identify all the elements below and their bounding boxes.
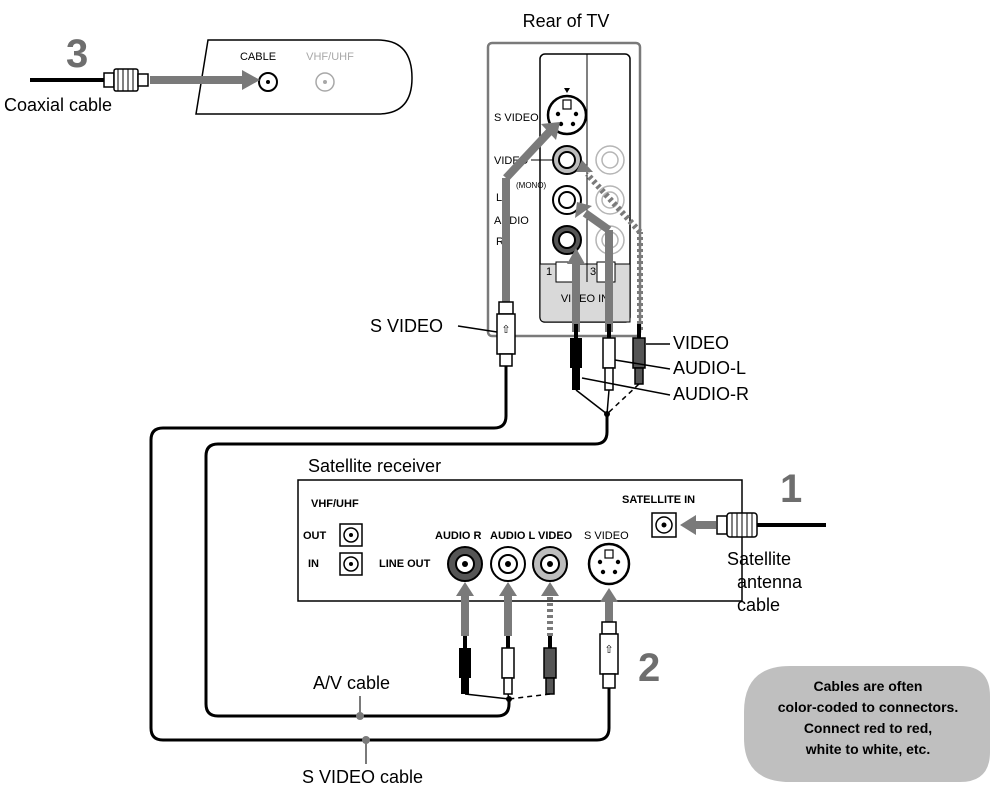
rcv-s-video-label: S VIDEO <box>584 530 629 542</box>
tv-s-video-plug: ⇧ <box>496 301 516 367</box>
rcv-out-label: OUT <box>303 530 327 542</box>
tv-audio-r-plug <box>570 324 582 390</box>
satellite-antenna-label-line-2: antenna <box>737 572 803 592</box>
note-line-4: white to white, etc. <box>805 741 930 757</box>
tv-audio-l-plug <box>602 324 616 391</box>
rcv-s-video-jack[interactable] <box>587 542 631 586</box>
rcv-satellite-in-jack[interactable] <box>651 512 677 538</box>
satellite-antenna-label-line-1: Satellite <box>727 549 791 569</box>
arrow-s-video-to-receiver <box>600 588 618 622</box>
note-line-3: Connect red to red, <box>804 720 932 736</box>
arrow-antenna-to-satellite-in <box>680 515 716 535</box>
tv-input-3-label: 3 <box>590 266 596 278</box>
arrow-audio-l-to-receiver <box>499 582 517 636</box>
tv-audio-r-jack[interactable] <box>552 225 582 255</box>
arrow-s-video-to-tv <box>502 122 560 302</box>
rcv-audio-r-jack[interactable] <box>447 546 483 582</box>
svg-text:⇧: ⇧ <box>501 324 510 336</box>
coaxial-cable-label: Coaxial cable <box>4 95 112 115</box>
callout-s-video-label: S VIDEO <box>370 316 443 336</box>
arrow-audio-l-to-tv <box>575 202 613 332</box>
satellite-receiver-panel: VHF/UHF OUT IN LINE OUT AUDIO R AUDIO L … <box>297 479 743 602</box>
tv-antenna-panel: CABLE VHF/UHF <box>195 39 413 115</box>
tv-s-video-label: S VIDEO <box>494 112 539 124</box>
arrow-audio-r-to-tv <box>567 248 585 332</box>
coaxial-cable <box>30 68 149 92</box>
arrow-coax-to-cable-jack <box>150 70 260 90</box>
arrow-audio-r-to-receiver <box>456 582 474 636</box>
arrow-video-to-tv <box>576 160 643 330</box>
step-1-number: 1 <box>780 467 802 511</box>
rcv-in-label: IN <box>308 558 319 570</box>
rcv-satellite-in-label: SATELLITE IN <box>622 494 695 506</box>
rcv-vhf-uhf-out-jack[interactable] <box>339 523 363 547</box>
tv-l-label: L <box>496 192 502 204</box>
rcv-video-plug <box>543 636 557 695</box>
svg-text:⇧: ⇧ <box>604 644 613 656</box>
satellite-antenna-cable <box>716 512 826 538</box>
step-3-number: 3 <box>66 32 88 76</box>
step-2-number: 2 <box>638 646 660 690</box>
note-line-2: color-coded to connectors. <box>778 699 958 715</box>
rcv-video-label: VIDEO <box>538 530 573 542</box>
arrow-video-to-receiver <box>541 582 559 636</box>
rcv-line-out-label: LINE OUT <box>379 558 431 570</box>
satellite-antenna-label-line-3: cable <box>737 595 780 615</box>
tv-input-1-label: 1 <box>546 266 552 278</box>
s-video-cable-wire <box>149 366 611 742</box>
rcv-vhf-uhf-label: VHF/UHF <box>311 498 359 510</box>
rear-of-tv-title: Rear of TV <box>523 11 610 31</box>
note-line-1: Cables are often <box>814 678 923 694</box>
tv-video-in-label: VIDEO IN <box>561 293 609 305</box>
satellite-receiver-title: Satellite receiver <box>308 456 441 476</box>
tv-r-label: R <box>496 236 504 248</box>
vhf-uhf-jack <box>315 72 335 92</box>
cable-jack-label: CABLE <box>240 51 276 63</box>
rcv-video-jack[interactable] <box>532 546 568 582</box>
rcv-vhf-uhf-in-jack[interactable] <box>339 552 363 576</box>
tv-s-video-jack[interactable] <box>546 88 588 136</box>
tv-video-plug <box>632 324 646 385</box>
vhf-uhf-jack-label: VHF/UHF <box>306 51 354 63</box>
rcv-audio-l-plug <box>501 636 515 695</box>
color-code-note: Cables are often color-coded to connecto… <box>744 666 990 782</box>
tv-mono-label: (MONO) <box>516 181 547 190</box>
rcv-s-video-plug: ⇧ <box>599 621 619 689</box>
rcv-audio-l-label: AUDIO L <box>490 530 536 542</box>
callout-video-label: VIDEO <box>673 333 729 353</box>
rcv-audio-r-label: AUDIO R <box>435 530 482 542</box>
tv-audio-l-jack[interactable] <box>552 185 582 215</box>
av-cable-label: A/V cable <box>313 673 390 693</box>
rcv-audio-l-jack[interactable] <box>490 546 526 582</box>
tv-rear-panel: 1 3 VIDEO IN S VIDEO VIDEO (MONO) L AUDI… <box>486 41 642 338</box>
tv-audio-label: AUDIO <box>494 215 529 227</box>
callout-audio-l-label: AUDIO-L <box>673 358 746 378</box>
s-video-cable-label: S VIDEO cable <box>302 767 423 787</box>
tv-video-jack[interactable] <box>552 145 582 175</box>
av-cable-wire <box>204 414 609 718</box>
callout-audio-r-label: AUDIO-R <box>673 384 749 404</box>
rcv-audio-r-plug <box>459 636 471 694</box>
cable-jack[interactable] <box>258 72 278 92</box>
